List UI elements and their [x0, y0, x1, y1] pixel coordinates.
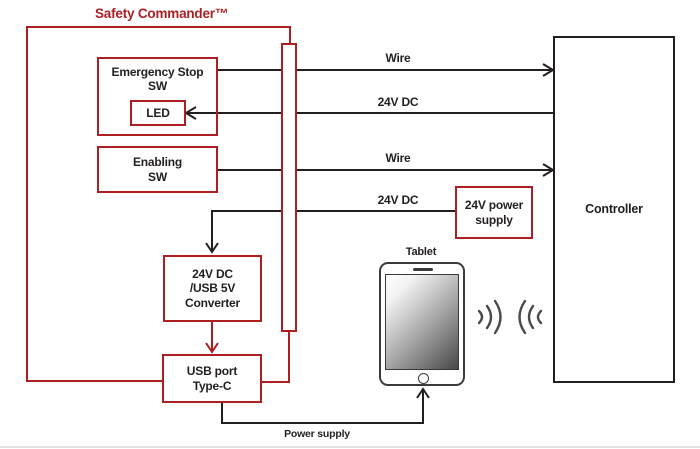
wire-usb-to-tablet [221, 390, 424, 424]
emergency-stop-sw-box: Emergency Stop SW [97, 57, 218, 136]
connector-bar [281, 43, 297, 332]
psu-label-line1: 24V power [464, 198, 524, 213]
wifi-waves-left-icon [518, 299, 543, 335]
usb-to-bar-red-wire [262, 331, 290, 383]
dc-top-label: 24V DC [377, 95, 419, 109]
emergency-stop-label-line2: SW [148, 79, 167, 94]
usb-port-label-line1: USB port [186, 364, 238, 379]
emergency-stop-label-line1: Emergency Stop [111, 65, 204, 79]
enabling-sw-box: Enabling SW [97, 146, 218, 193]
wire-mid-label: Wire [385, 151, 411, 165]
tablet-illustration [379, 262, 465, 386]
tablet-label: Tablet [405, 246, 437, 258]
diagram-title: Safety Commander™ [95, 6, 229, 21]
safety-commander-outline [26, 26, 291, 382]
psu-label-line2: supply [475, 212, 513, 227]
usb-port-label-line2: Type-C [192, 378, 232, 393]
converter-label-line1: 24V DC [192, 267, 233, 282]
converter-label-line3: Converter [185, 295, 240, 310]
led-box: LED [130, 100, 186, 126]
arrowhead-down-converter [205, 242, 219, 254]
enabling-label-line1: Enabling [132, 155, 183, 170]
tablet-home-button-icon [418, 373, 429, 384]
wifi-waves-right-icon [477, 299, 502, 335]
controller-label: Controller [585, 202, 643, 217]
converter-label-line2: /USB 5V [189, 281, 236, 296]
dc-mid-label: 24V DC [377, 193, 419, 207]
wire-psu-to-converter [211, 210, 455, 251]
arrowhead-left-led [184, 106, 197, 120]
tablet-speaker-icon [413, 268, 433, 271]
tablet-screen [385, 274, 459, 370]
24v-power-supply-box: 24V power supply [455, 186, 533, 239]
arrowhead-up-tablet [416, 387, 430, 399]
arrowhead-down-usb [205, 342, 219, 354]
converter-box: 24V DC /USB 5V Converter [163, 255, 262, 322]
led-label: LED [146, 105, 170, 120]
wire-top-label: Wire [385, 51, 411, 65]
power-supply-bottom-label: Power supply [284, 428, 350, 440]
controller-box: Controller [553, 36, 675, 383]
enabling-label-line2: SW [148, 169, 167, 184]
usb-port-box: USB port Type-C [162, 354, 262, 403]
